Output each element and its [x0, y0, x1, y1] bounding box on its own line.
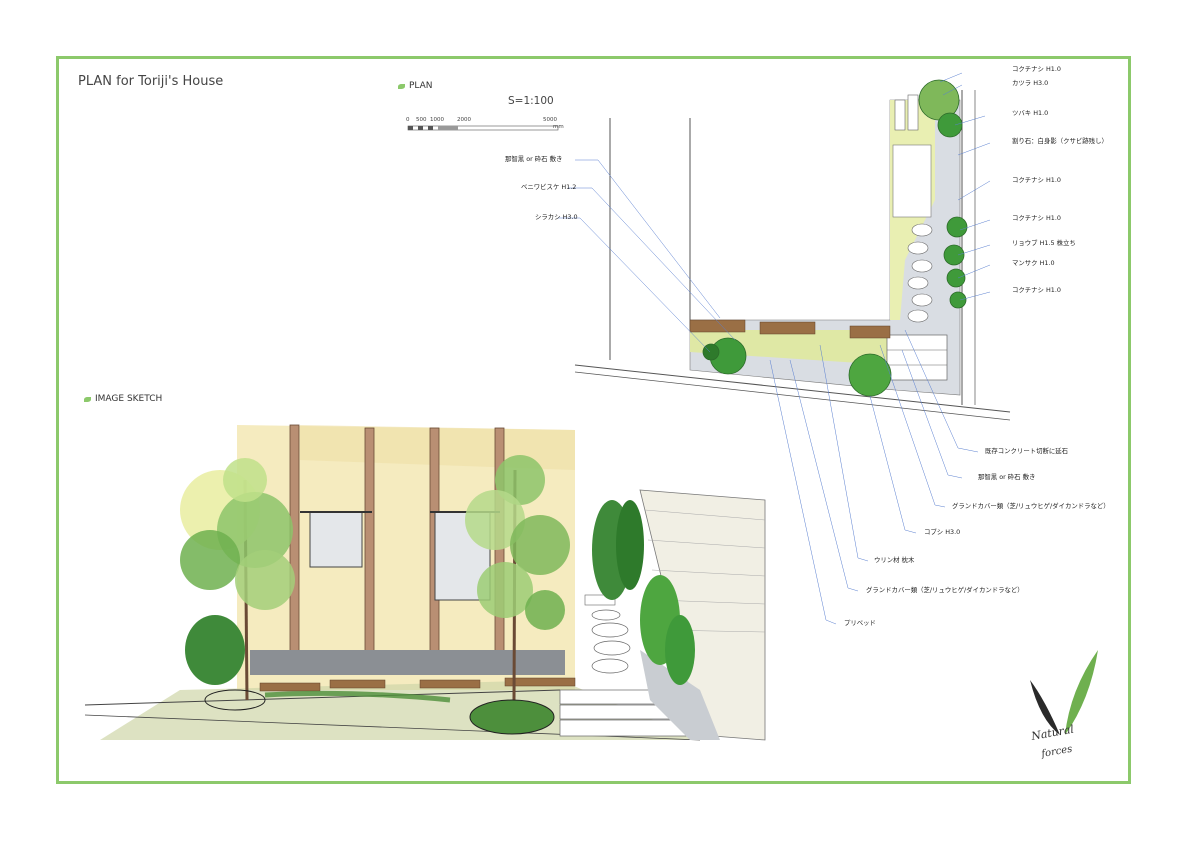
scale-unit: mm	[553, 124, 564, 130]
label-kokuchinashi-3: コクチナシ H1.0	[1012, 214, 1061, 222]
label-warishi: 割り石：白身影（クサビ跡残し）	[1012, 137, 1108, 145]
label-shirakashi: シラカシ H3.0	[535, 213, 578, 221]
sketch-tree-left	[180, 458, 295, 701]
scale-text: S=1:100	[508, 95, 554, 107]
leaf-icon	[84, 396, 91, 402]
plan-drawing	[558, 72, 1011, 625]
scale-tick-0: 0	[406, 117, 410, 123]
scale-tick-2000: 2000	[457, 117, 471, 123]
label-kokuchinashi-1: コクチナシ H1.0	[1012, 65, 1061, 73]
label-kokuchinashi-2: コクチナシ H1.0	[1012, 176, 1061, 184]
image-sketch	[84, 424, 766, 741]
sketch-heading: IMAGE SKETCH	[84, 394, 162, 404]
label-groundcover-2: グランドカバー類（芝/リュウヒゲ/ダイカンドラなど）	[866, 586, 1024, 594]
scale-bar	[407, 125, 559, 131]
label-privet: プリベッド	[844, 619, 876, 627]
label-tsubaki: ツバキ H1.0	[1012, 109, 1049, 117]
leaf-icon	[398, 83, 405, 89]
page-title: PLAN for Toriji's House	[78, 74, 224, 89]
plan-heading: PLAN	[398, 81, 433, 91]
plan-heading-text: PLAN	[409, 81, 433, 91]
label-mansaku: マンサク H1.0	[1012, 259, 1055, 267]
label-kokuchinashi-4: コクチナシ H1.0	[1012, 286, 1061, 294]
label-nobeishi: 既存コンクリート切断に延石	[985, 447, 1069, 455]
svg-text:forces: forces	[1040, 744, 1074, 760]
label-ryobu: リョウブ H1.5 株立ち	[1012, 239, 1076, 247]
sketch-shrub-left	[185, 615, 266, 711]
scale-tick-1000: 1000	[430, 117, 444, 123]
scale-tick-5000: 5000	[543, 117, 557, 123]
scale-tick-500: 500	[416, 117, 427, 123]
sketch-trees-right	[592, 500, 695, 685]
label-kobushi: コブシ H3.0	[924, 528, 961, 536]
sketch-tree-center	[465, 455, 570, 701]
label-katsura: カツラ H3.0	[1012, 79, 1049, 87]
sketch-heading-text: IMAGE SKETCH	[95, 394, 163, 404]
label-beniwabisuke: ベニワビスケ H1.2	[521, 183, 577, 191]
label-nachiguro-2: 那智黒 or 砕石 敷き	[505, 155, 563, 163]
label-ulin-sleeper: ウリン材 枕木	[874, 556, 915, 564]
label-groundcover-1: グランドカバー類（芝/リュウヒゲ/ダイカンドラなど）	[952, 502, 1110, 510]
page-frame	[56, 56, 1131, 784]
label-nachiguro-1: 那智黒 or 砕石 敷き	[978, 473, 1036, 481]
natural-forces-logo: Natural forces	[1020, 645, 1105, 765]
